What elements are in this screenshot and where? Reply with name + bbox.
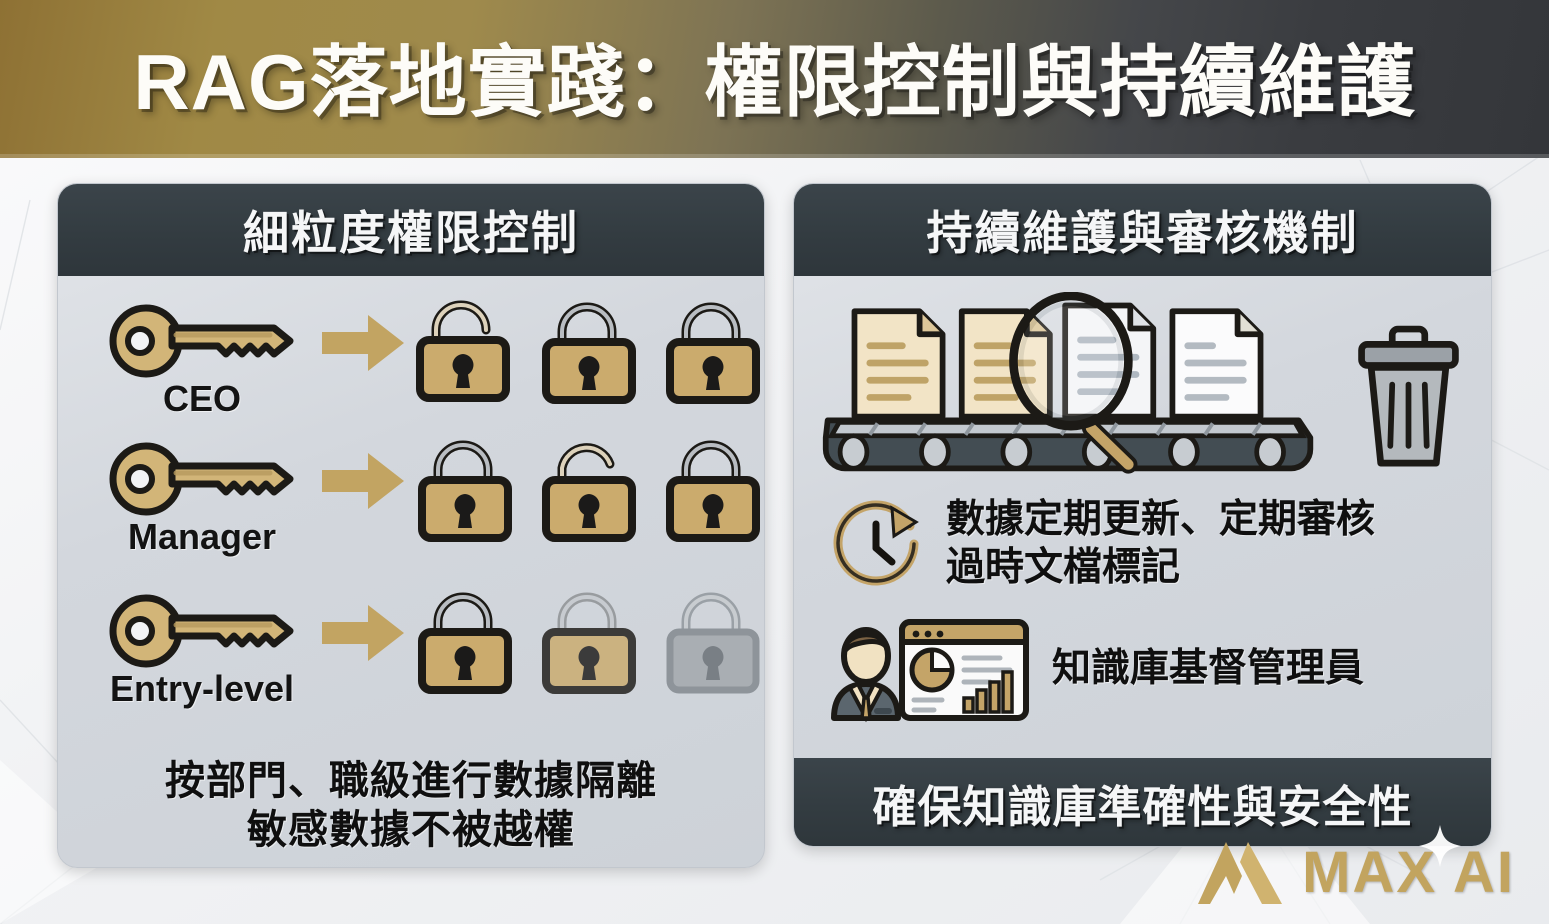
maintenance-text-admin: 知識庫基督管理員 <box>1052 645 1364 693</box>
dashboard-window <box>899 619 1029 721</box>
maintenance-text-update: 數據定期更新、定期審核 過時文檔標記 <box>946 496 1375 591</box>
role-key-entry-level: Entry-level <box>86 580 318 710</box>
brand-logo: MAX AI <box>1196 825 1515 906</box>
panel-right-body: 數據定期更新、定期審核 過時文檔標記 <box>794 276 1491 846</box>
admin-dashboard-icon <box>831 619 1029 723</box>
role-label-manager: Manager <box>127 516 277 557</box>
arrow-right-icon <box>322 453 404 509</box>
lock-open-icon <box>416 300 510 402</box>
lock-group-ceo <box>408 290 764 404</box>
lock-closed-icon <box>666 302 760 404</box>
belt <box>822 417 1314 472</box>
role-label-entry-level: Entry-level <box>109 668 295 709</box>
lock-closed-icon <box>418 592 512 694</box>
lock-group-manager <box>408 428 764 542</box>
arrow-entry-level <box>318 580 408 664</box>
sparkle-icon <box>1419 825 1461 867</box>
maintenance-line-2: 過時文檔標記 <box>946 546 1181 589</box>
panel-left-body: CEO <box>58 276 764 867</box>
arrow-manager <box>318 428 408 512</box>
left-panel-captions: 按部門、職級進行數據隔離 敏感數據不被越權 <box>58 757 764 855</box>
page-title: RAG落地實踐：權限控制與持續維護 <box>133 38 1416 126</box>
magnifier-icon <box>1009 292 1138 474</box>
conveyor-belt-icon <box>822 292 1314 474</box>
role-key-ceo: CEO <box>86 290 318 420</box>
caption-line-2: 敏感數據不被越權 <box>247 808 575 853</box>
caption-line-1: 按部門、職級進行數據隔離 <box>165 759 657 804</box>
lock-group-entry-level <box>408 580 764 694</box>
panel-right-footer-text: 確保知識庫準確性與安全性 <box>872 783 1413 832</box>
panel-left-header: 細粒度權限控制 <box>58 184 764 276</box>
maintenance-item-admin: 知識庫基督管理員 <box>794 614 1491 724</box>
permission-row-ceo: CEO <box>58 276 764 428</box>
lock-closed-icon <box>418 440 512 542</box>
panel-right-footer: 確保知識庫準確性與安全性 <box>794 758 1491 846</box>
lock-open-icon <box>542 443 636 542</box>
panel-left-title: 細粒度權限控制 <box>243 207 579 259</box>
maintenance-item-update: 數據定期更新、定期審核 過時文檔標記 <box>794 492 1491 596</box>
conveyor-section <box>794 276 1491 488</box>
max-ai-mark-icon <box>1198 841 1283 904</box>
key-icon <box>109 594 294 668</box>
title-bar: RAG落地實踐：權限控制與持續維護 <box>0 0 1549 158</box>
maintenance-line-1: 知識庫基督管理員 <box>1052 647 1365 691</box>
person-avatar <box>831 627 901 723</box>
role-label-ceo: CEO <box>162 378 241 419</box>
panel-permission-control: 細粒度權限控制 CEO <box>57 183 765 868</box>
key-icon <box>109 442 294 516</box>
lock-closed-icon <box>542 302 636 404</box>
panel-maintenance-audit: 持續維護與審核機制 <box>793 183 1492 847</box>
lock-closed-icon <box>542 592 636 694</box>
brand-logo-text: MAX AI <box>1302 840 1515 905</box>
document-icon <box>958 308 1053 420</box>
lock-closed-icon <box>666 440 760 542</box>
document-icon <box>1169 308 1264 420</box>
permission-row-entry-level: Entry-level <box>58 580 764 732</box>
document-icon <box>851 308 946 420</box>
arrow-ceo <box>318 290 408 374</box>
panel-right-header: 持續維護與審核機制 <box>794 184 1491 276</box>
clock-refresh-icon <box>833 500 919 586</box>
lock-disabled-icon <box>666 592 760 694</box>
maintenance-line-1: 數據定期更新、定期審核 <box>946 498 1376 542</box>
arrow-right-icon <box>322 605 404 661</box>
permission-row-manager: Manager <box>58 428 764 580</box>
key-icon <box>109 304 294 378</box>
document-icon <box>1062 302 1157 420</box>
trash-can-icon <box>1358 325 1459 467</box>
role-key-manager: Manager <box>86 428 318 558</box>
panel-right-title: 持續維護與審核機制 <box>926 207 1359 259</box>
arrow-right-icon <box>322 315 404 371</box>
